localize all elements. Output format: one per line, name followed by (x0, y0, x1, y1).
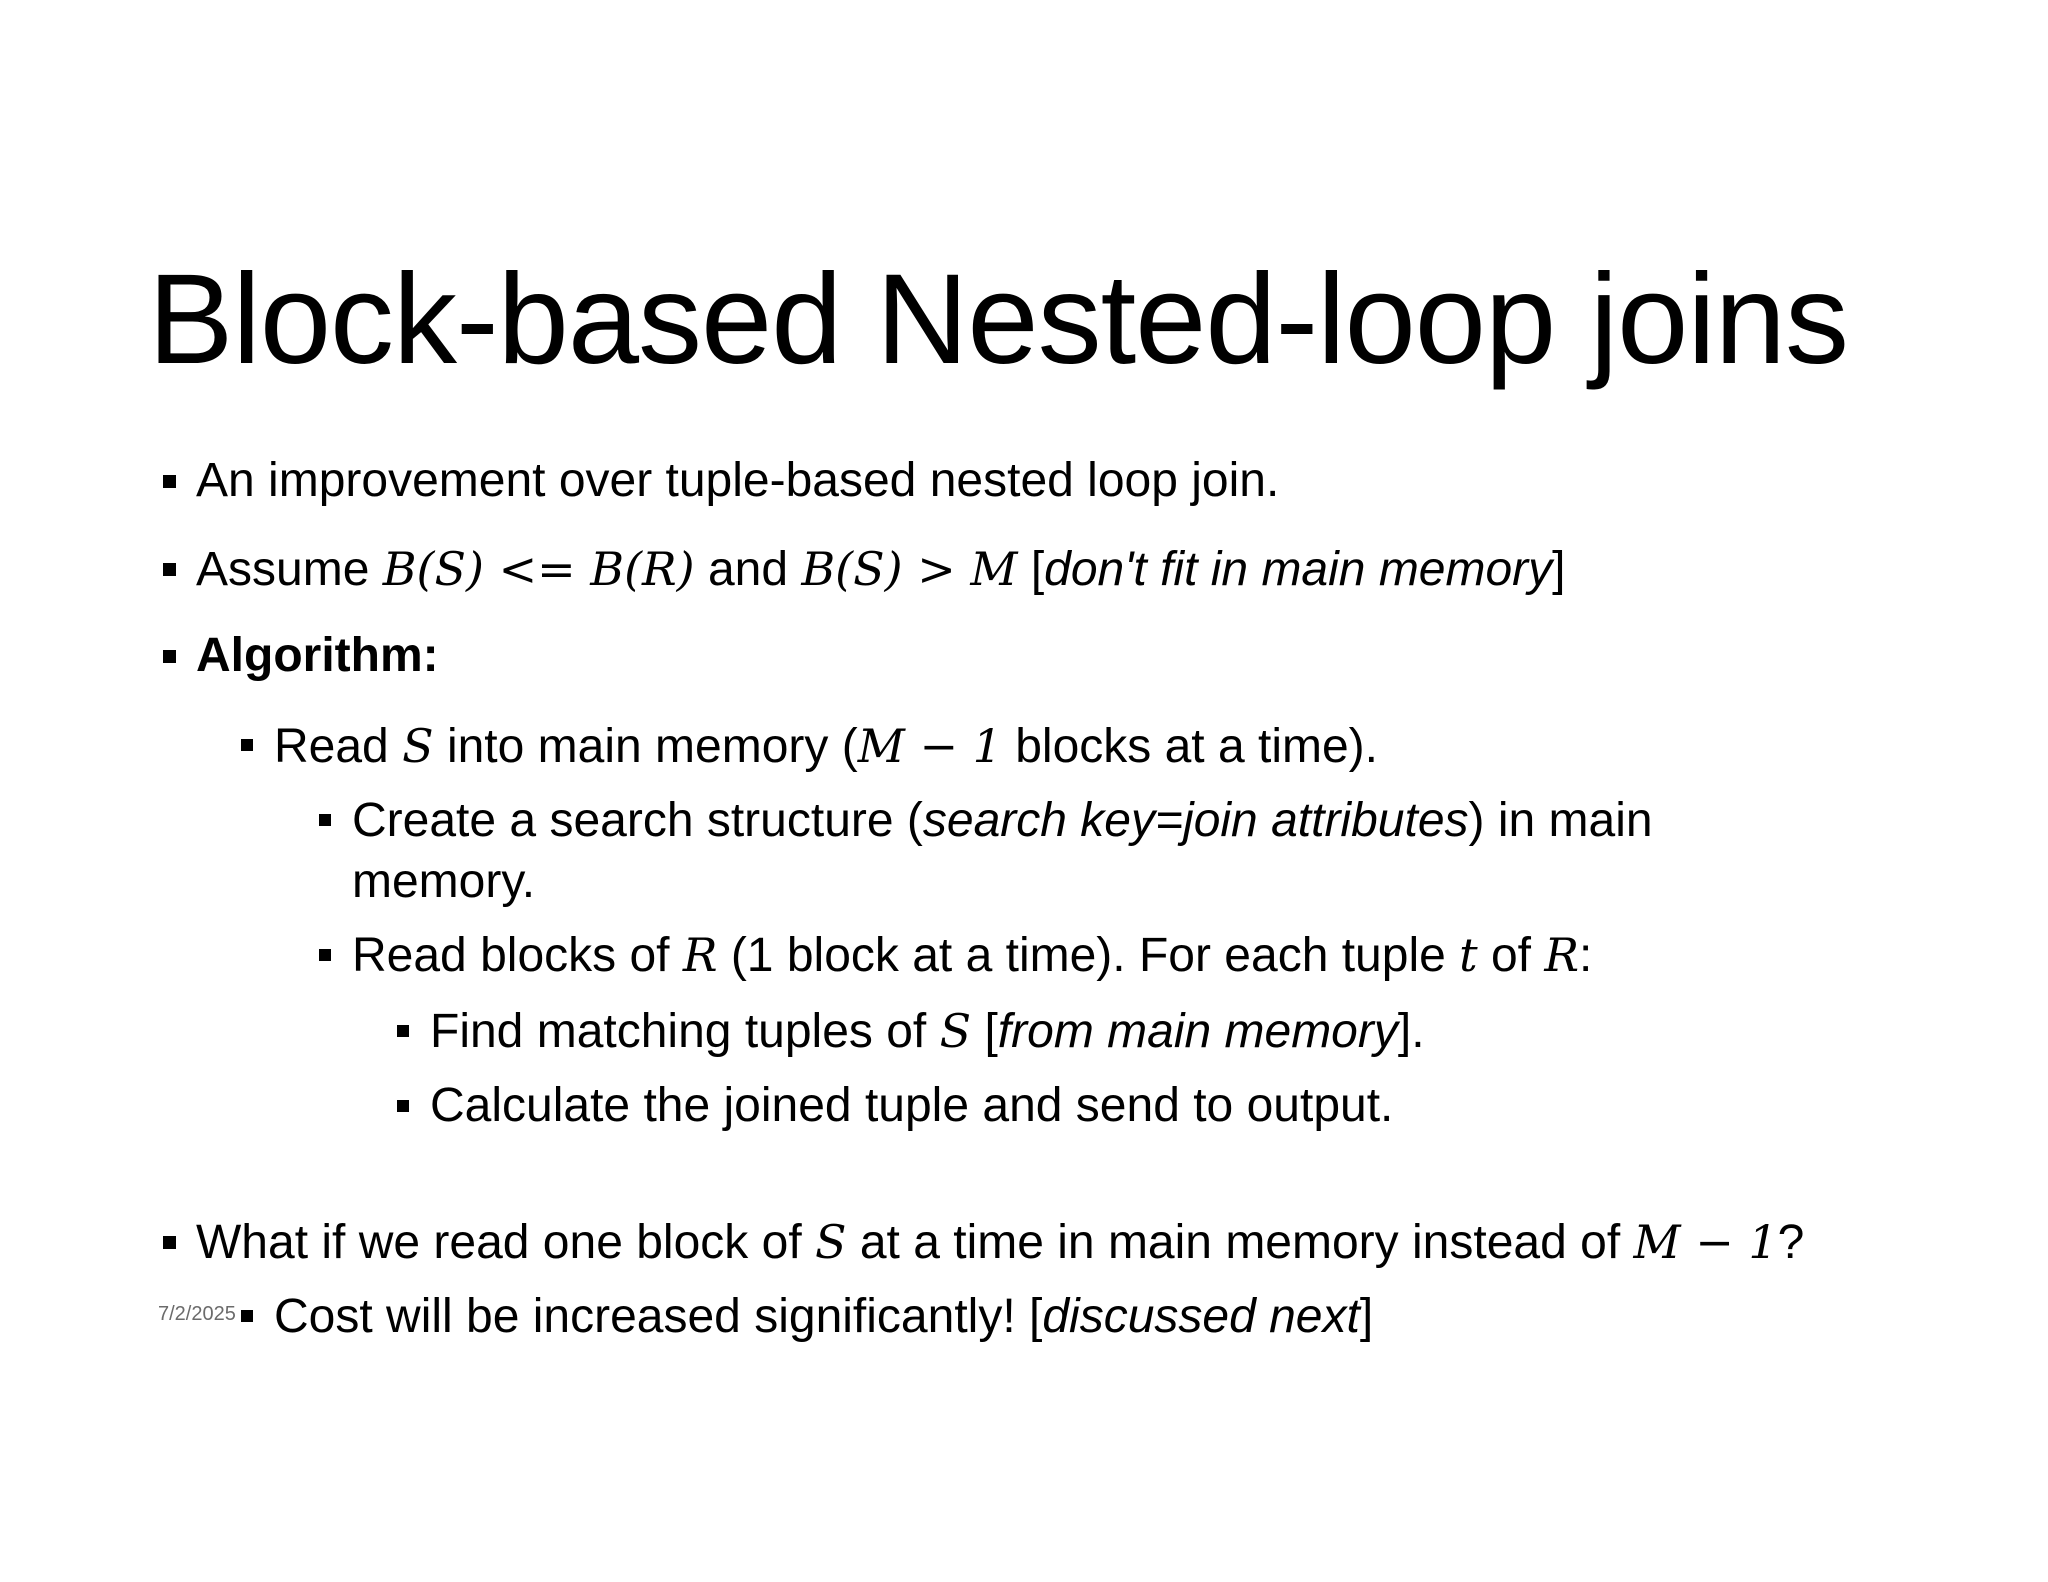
bullet-read-r: Read blocks of R (1 block at a time). Fo… (352, 925, 1592, 986)
math-expression: B(S) > M (801, 542, 1018, 596)
bullet-create-search: Create a search structure (search key=jo… (352, 791, 1653, 851)
bullet-what-if: What if we read one block of S at a time… (196, 1212, 1804, 1273)
bullet-icon (241, 1310, 253, 1322)
text-segment: : (1578, 929, 1593, 982)
text-segment: Create a search structure ( (352, 794, 923, 847)
italic-text: don't fit in main memory (1044, 543, 1553, 596)
text-segment: (1 block at a time). For each tuple (717, 929, 1460, 982)
bullet-icon (397, 1025, 409, 1037)
bold-text: Algorithm: (196, 629, 439, 682)
text-segment: Assume (196, 543, 383, 596)
bullet-icon (163, 475, 176, 488)
math-expression: M − 1 (1633, 1215, 1778, 1269)
text-segment: Read blocks of (352, 929, 683, 982)
text-segment: ? (1777, 1216, 1805, 1269)
text-segment: ] (1552, 543, 1566, 596)
bullet-improvement: An improvement over tuple-based nested l… (196, 451, 1279, 511)
bullet-icon (163, 1236, 176, 1249)
text-segment: Find matching tuples of (430, 1005, 940, 1058)
text-segment: ]. (1397, 1005, 1425, 1058)
slide-title: Block-based Nested-loop joins (148, 248, 1849, 391)
text-segment: ] (1359, 1290, 1374, 1343)
text-segment: [ (971, 1005, 998, 1058)
text-segment: Calculate the joined tuple and send to o… (430, 1079, 1394, 1132)
italic-text: discussed next (1042, 1290, 1360, 1343)
text-segment: and (694, 543, 802, 596)
bullet-text: An improvement over tuple-based nested l… (196, 454, 1280, 507)
math-expression: S (939, 1004, 972, 1058)
text-segment: into main memory ( (433, 720, 858, 773)
bullet-cost: Cost will be increased significantly! [d… (274, 1287, 1373, 1347)
text-segment: at a time in main memory instead of (846, 1216, 1634, 1269)
math-expression: R (1544, 928, 1579, 982)
text-segment: memory. (352, 855, 536, 908)
slide-date: 7/2/2025 (158, 1303, 236, 1325)
text-segment: Read (274, 720, 403, 773)
math-expression: S (402, 719, 434, 773)
bullet-create-search-continued: memory. (352, 852, 535, 912)
text-segment: ) in main (1468, 794, 1653, 847)
text-segment: What if we read one block of (196, 1216, 815, 1269)
bullet-assume: Assume B(S) <= B(R) and B(S) > M [don't … (196, 539, 1566, 600)
text-segment: Cost will be increased significantly! [ (274, 1290, 1043, 1343)
italic-text: from main memory (997, 1005, 1398, 1058)
math-expression: R (682, 928, 718, 982)
bullet-icon (397, 1100, 409, 1112)
bullet-icon (319, 814, 331, 826)
italic-text: search key=join attributes (922, 794, 1469, 847)
math-expression: S (814, 1215, 847, 1269)
bullet-icon (241, 739, 253, 751)
bullet-calculate: Calculate the joined tuple and send to o… (430, 1076, 1393, 1136)
math-expression: M − 1 (857, 719, 1002, 773)
text-segment: blocks at a time). (1001, 720, 1378, 773)
bullet-icon (319, 949, 331, 961)
bullet-read-s: Read S into main memory (M − 1 blocks at… (274, 716, 1378, 777)
math-expression: B(S) <= B(R) (382, 542, 695, 596)
text-segment: [ (1017, 543, 1045, 596)
bullet-algorithm: Algorithm: (196, 626, 439, 686)
text-segment: of (1477, 929, 1545, 982)
bullet-find-matching: Find matching tuples of S [from main mem… (430, 1001, 1425, 1062)
bullet-icon (163, 650, 176, 663)
bullet-icon (163, 563, 176, 576)
math-expression: t (1459, 928, 1478, 982)
